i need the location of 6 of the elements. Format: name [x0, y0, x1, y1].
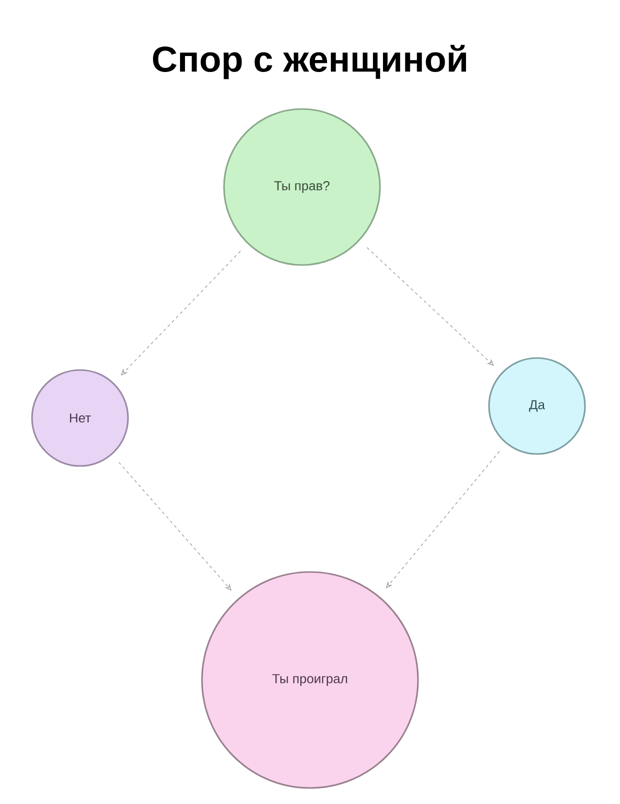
circle-node: Ты прав? [223, 108, 381, 266]
arrow [366, 247, 494, 366]
circle-node: Ты проиграл [201, 571, 419, 789]
circle-node: Да [488, 357, 586, 455]
circle-node: Нет [31, 369, 129, 467]
title: Спор с женщиной [153, 44, 466, 80]
